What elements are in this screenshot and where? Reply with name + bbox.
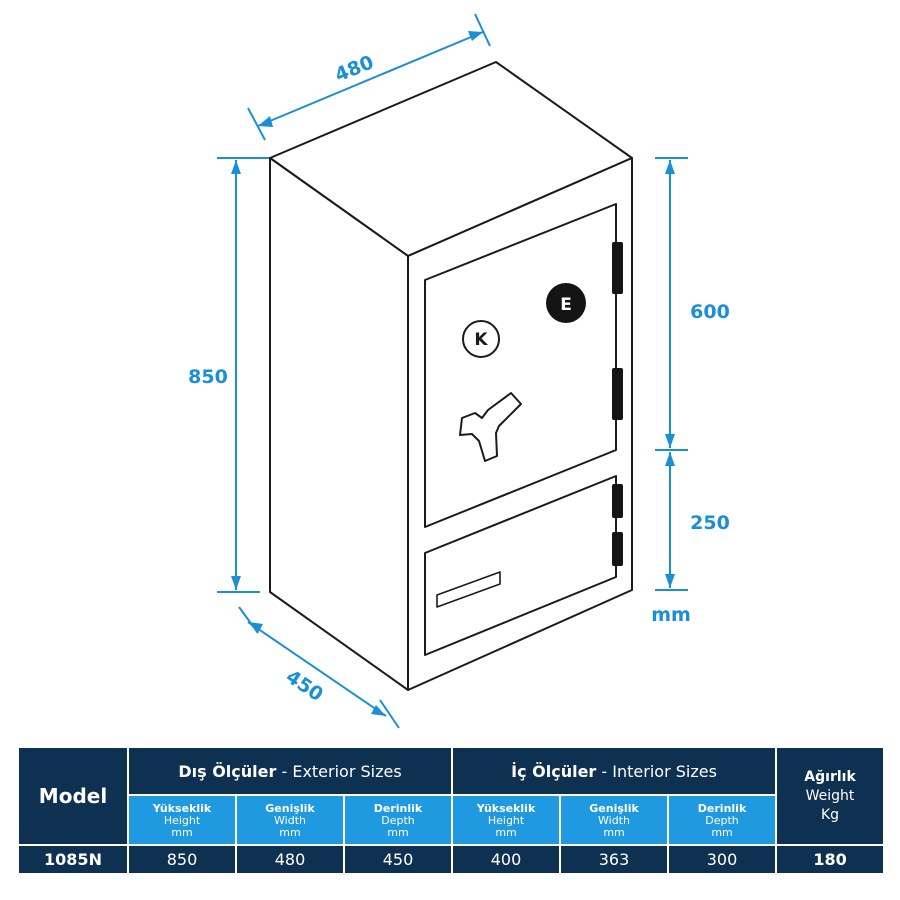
arrowhead [665, 434, 675, 448]
depth-extension-back [379, 699, 400, 729]
total-height-label: 850 [188, 366, 228, 388]
electronic-lock-letter: E [560, 295, 572, 315]
lower-door-slot [436, 571, 501, 608]
dimension-lines [217, 13, 688, 729]
model-header: Model [17, 746, 129, 846]
interior-height-value: 400 [451, 844, 562, 875]
hinge [612, 532, 623, 566]
three-spoke-handle-icon [459, 392, 522, 462]
specifications-table: Model Dış Ölçüler - Exterior Sizes İç Öl… [17, 746, 886, 875]
arrowhead [468, 31, 483, 41]
top-width-label: 480 [332, 51, 377, 86]
lower-door-height-label: 250 [690, 512, 730, 534]
key-lock-letter: K [474, 330, 488, 350]
safe-body [269, 61, 633, 691]
hinge [612, 484, 623, 518]
hinge [612, 242, 623, 294]
width-dimension-line [257, 31, 484, 127]
hinges [612, 242, 623, 566]
arrowhead [371, 705, 386, 716]
arrowhead [231, 576, 241, 590]
unit-label: mm [651, 604, 691, 626]
arrowhead [231, 160, 241, 174]
exterior-depth-value: 450 [342, 844, 454, 875]
exterior-width-value: 480 [235, 844, 345, 875]
upper-door-height-label: 600 [690, 301, 730, 323]
exterior-height-value: 850 [127, 844, 237, 875]
exterior-sizes-header: Dış Ölçüler - Exterior Sizes [126, 746, 454, 796]
arrowhead [665, 452, 675, 466]
dimension-arrowheads [231, 31, 675, 716]
width-extension-left [247, 107, 266, 141]
arrowhead [665, 160, 675, 174]
arrowhead [258, 116, 273, 127]
arrowhead [665, 574, 675, 588]
interior-width-value: 363 [559, 844, 670, 875]
interior-depth-value: 300 [667, 844, 778, 875]
lower-door [424, 475, 617, 656]
width-extension-right [474, 13, 491, 47]
arrowhead [248, 622, 263, 633]
key-lock-icon: K [462, 320, 500, 358]
weight-value: 180 [775, 844, 886, 875]
hinge [612, 368, 623, 420]
depth-dimension-line [247, 621, 387, 717]
electronic-lock-icon: E [546, 283, 586, 323]
model-value: 1085N [17, 844, 129, 875]
interior-sizes-header: İç Ölçüler - Interior Sizes [451, 746, 778, 796]
